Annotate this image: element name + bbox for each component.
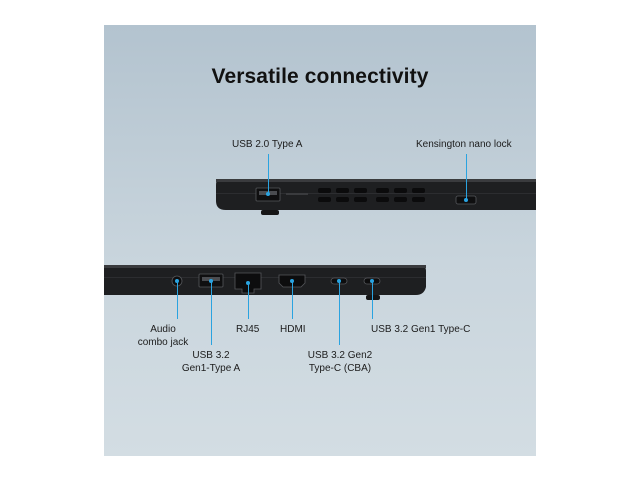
callout-line-rj45: [248, 283, 249, 319]
laptop-right-side: [104, 265, 426, 300]
laptop-side-illustrations: [104, 179, 536, 300]
label-usb2-type-a: USB 2.0 Type A: [232, 139, 303, 150]
laptop-left-side: [216, 179, 536, 215]
callout-line-usbc-gen1: [372, 281, 373, 319]
label-usb32-gen1-type-a: USB 3.2 Gen1-Type A: [176, 349, 246, 375]
page-title: Versatile connectivity: [211, 65, 429, 88]
label-kensington-lock: Kensington nano lock: [416, 139, 512, 150]
label-usb32-gen1-type-c: USB 3.2 Gen1 Type-C: [371, 324, 471, 335]
callout-line-audio: [177, 281, 178, 319]
callout-line-usbc-gen2: [339, 281, 340, 345]
label-usb32-gen2-type-c: USB 3.2 Gen2 Type-C (CBA): [302, 349, 378, 375]
callout-dot-usbc-gen1: [370, 279, 374, 283]
callout-line-kensington: [466, 154, 467, 200]
callout-line-usb32a: [211, 281, 212, 345]
callout-dot-audio: [175, 279, 179, 283]
label-usb32a-line2: Gen1-Type A: [181, 363, 241, 374]
callout-dot-hdmi: [290, 279, 294, 283]
callout-line-usb2: [268, 154, 269, 195]
label-audio-combo-jack: Audio combo jack: [136, 323, 190, 349]
label-usbc-gen2-line2: Type-C (CBA): [308, 363, 372, 374]
callout-dot-usb32a: [209, 279, 213, 283]
label-rj45: RJ45: [236, 324, 260, 335]
label-hdmi: HDMI: [280, 324, 306, 335]
callout-dot-usbc-gen2: [337, 279, 341, 283]
label-usb32a-line1: USB 3.2: [192, 350, 230, 361]
label-audio-line1: Audio: [150, 324, 176, 335]
callout-line-hdmi: [292, 281, 293, 319]
callout-dot-usb2: [266, 192, 270, 196]
label-usbc-gen2-line1: USB 3.2 Gen2: [307, 350, 373, 361]
label-audio-line2: combo jack: [137, 337, 189, 348]
callout-dot-kensington: [464, 198, 468, 202]
product-image-panel: Versatile connectivity USB 2.0 Type A Ke…: [104, 25, 536, 456]
callout-dot-rj45: [246, 281, 250, 285]
